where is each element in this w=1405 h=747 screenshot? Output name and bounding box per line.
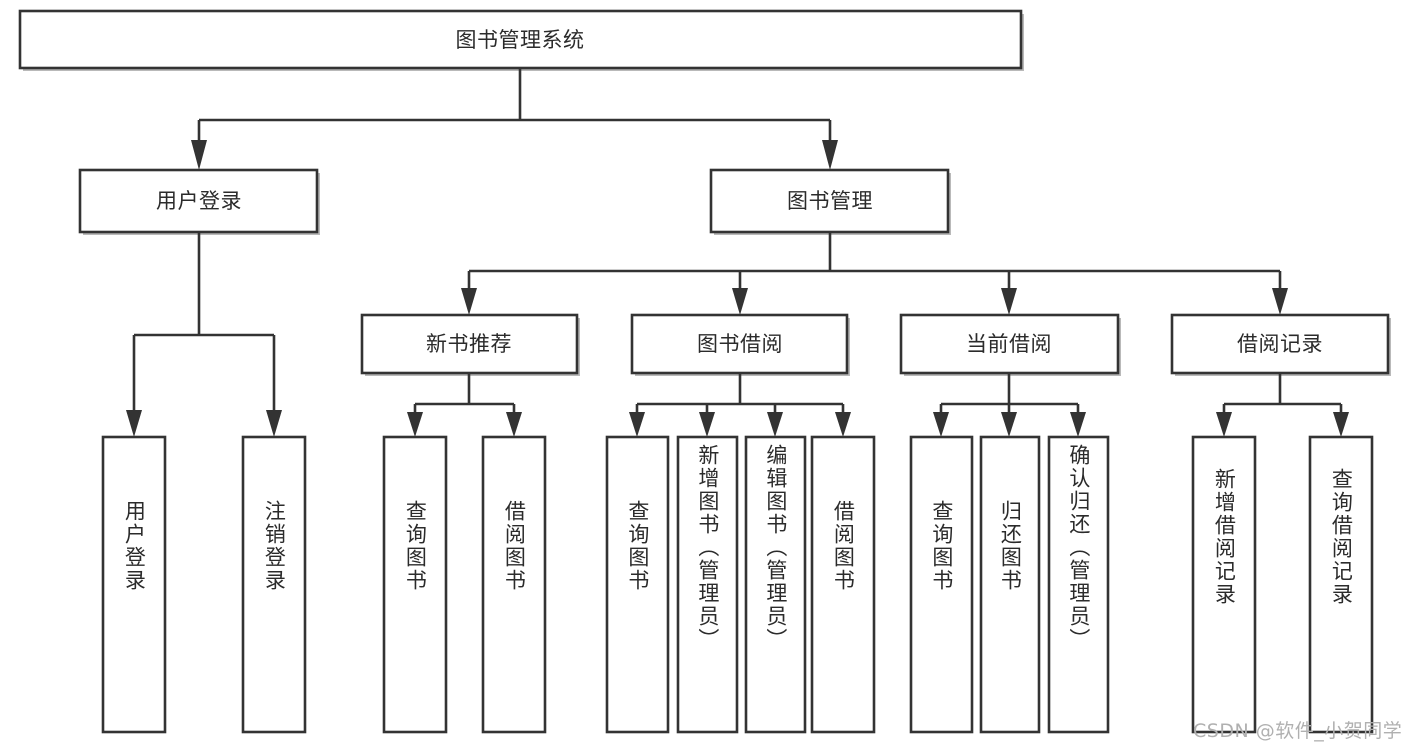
node-root-box[interactable] (18, 9, 1023, 70)
node-book-manage-box[interactable] (709, 168, 950, 234)
arrow-to-book-manage (822, 140, 838, 170)
leaf-box-bb-query-book[interactable] (605, 435, 670, 734)
leaf-box-cb-query-book[interactable] (909, 435, 974, 734)
connector-bookmanage-to-level3 (461, 232, 1288, 315)
node-borrow-records-label: 借阅记录 (1237, 332, 1323, 356)
arrow-to-leaf-cb-return (1001, 412, 1017, 437)
leaf-box-bb-edit-book[interactable] (744, 435, 807, 734)
arrow-to-leaf-cb-confirm (1070, 412, 1086, 437)
arrow-to-borrow-records (1272, 288, 1288, 315)
arrow-to-leaf-user-login (126, 410, 142, 437)
arrow-to-leaf-logout (266, 410, 282, 437)
node-current-borrow-box[interactable] (899, 313, 1120, 375)
arrow-to-leaf-bb-add (699, 412, 715, 437)
leaf-box-br-add-record[interactable] (1191, 435, 1257, 734)
arrow-to-leaf-nb-borrow (506, 412, 522, 437)
node-borrow-records-box[interactable] (1170, 313, 1390, 375)
connector-bookborrow-to-leaves (629, 373, 851, 437)
connector-currentborrow-to-leaves (933, 373, 1086, 437)
node-current-borrow[interactable]: 当前借阅 (899, 313, 1121, 376)
node-user-login-box[interactable] (78, 168, 319, 234)
leaf-box-cb-return-book[interactable] (979, 435, 1041, 734)
node-new-book-label: 新书推荐 (426, 332, 512, 356)
arrow-to-leaf-br-add (1216, 412, 1232, 437)
arrow-to-user-login (191, 140, 207, 170)
arrow-to-leaf-nb-query (407, 412, 423, 437)
node-new-book-recommend[interactable]: 新书推荐 (360, 313, 580, 376)
node-book-borrow-label: 图书借阅 (697, 332, 783, 356)
node-book-borrow[interactable]: 图书借阅 (630, 313, 850, 376)
arrow-to-current-borrow (1001, 288, 1017, 315)
leaf-box-nb-query-book[interactable] (382, 435, 448, 734)
arrow-to-leaf-br-query (1333, 412, 1349, 437)
arrow-to-leaf-cb-query (933, 412, 949, 437)
node-user-login-label: 用户登录 (156, 189, 242, 213)
node-user-login[interactable]: 用户登录 (78, 168, 320, 235)
node-new-book-box[interactable] (360, 313, 579, 375)
connector-borrowrecords-to-leaves (1216, 373, 1349, 437)
arrow-to-book-borrow (732, 288, 748, 315)
connector-userlogin-to-leaves (126, 232, 282, 437)
node-book-manage[interactable]: 图书管理 (709, 168, 951, 235)
leaf-box-nb-borrow-book[interactable] (481, 435, 547, 734)
leaf-box-br-query-record[interactable] (1308, 435, 1374, 734)
connector-root-to-level2 (191, 68, 838, 170)
node-root-label: 图书管理系统 (456, 28, 585, 52)
csdn-watermark: CSDN @软件_小贺同学 (1193, 720, 1403, 742)
leaf-box-logout[interactable] (241, 435, 307, 734)
node-root[interactable]: 图书管理系统 (18, 9, 1024, 71)
node-current-borrow-label: 当前借阅 (966, 332, 1052, 356)
node-book-manage-label: 图书管理 (787, 189, 873, 213)
arrow-to-leaf-bb-borrow (835, 412, 851, 437)
node-borrow-records[interactable]: 借阅记录 (1170, 313, 1391, 376)
leaf-box-cb-confirm-return[interactable] (1047, 435, 1110, 734)
arrow-to-leaf-bb-edit (767, 412, 783, 437)
leaf-box-bb-add-book[interactable] (676, 435, 739, 734)
arrow-to-new-book (461, 288, 477, 315)
leaf-box-bb-borrow-book[interactable] (810, 435, 876, 734)
connector-newbook-to-leaves (407, 373, 522, 437)
arrow-to-leaf-bb-query (629, 412, 645, 437)
leaf-box-user-login[interactable] (101, 435, 167, 734)
